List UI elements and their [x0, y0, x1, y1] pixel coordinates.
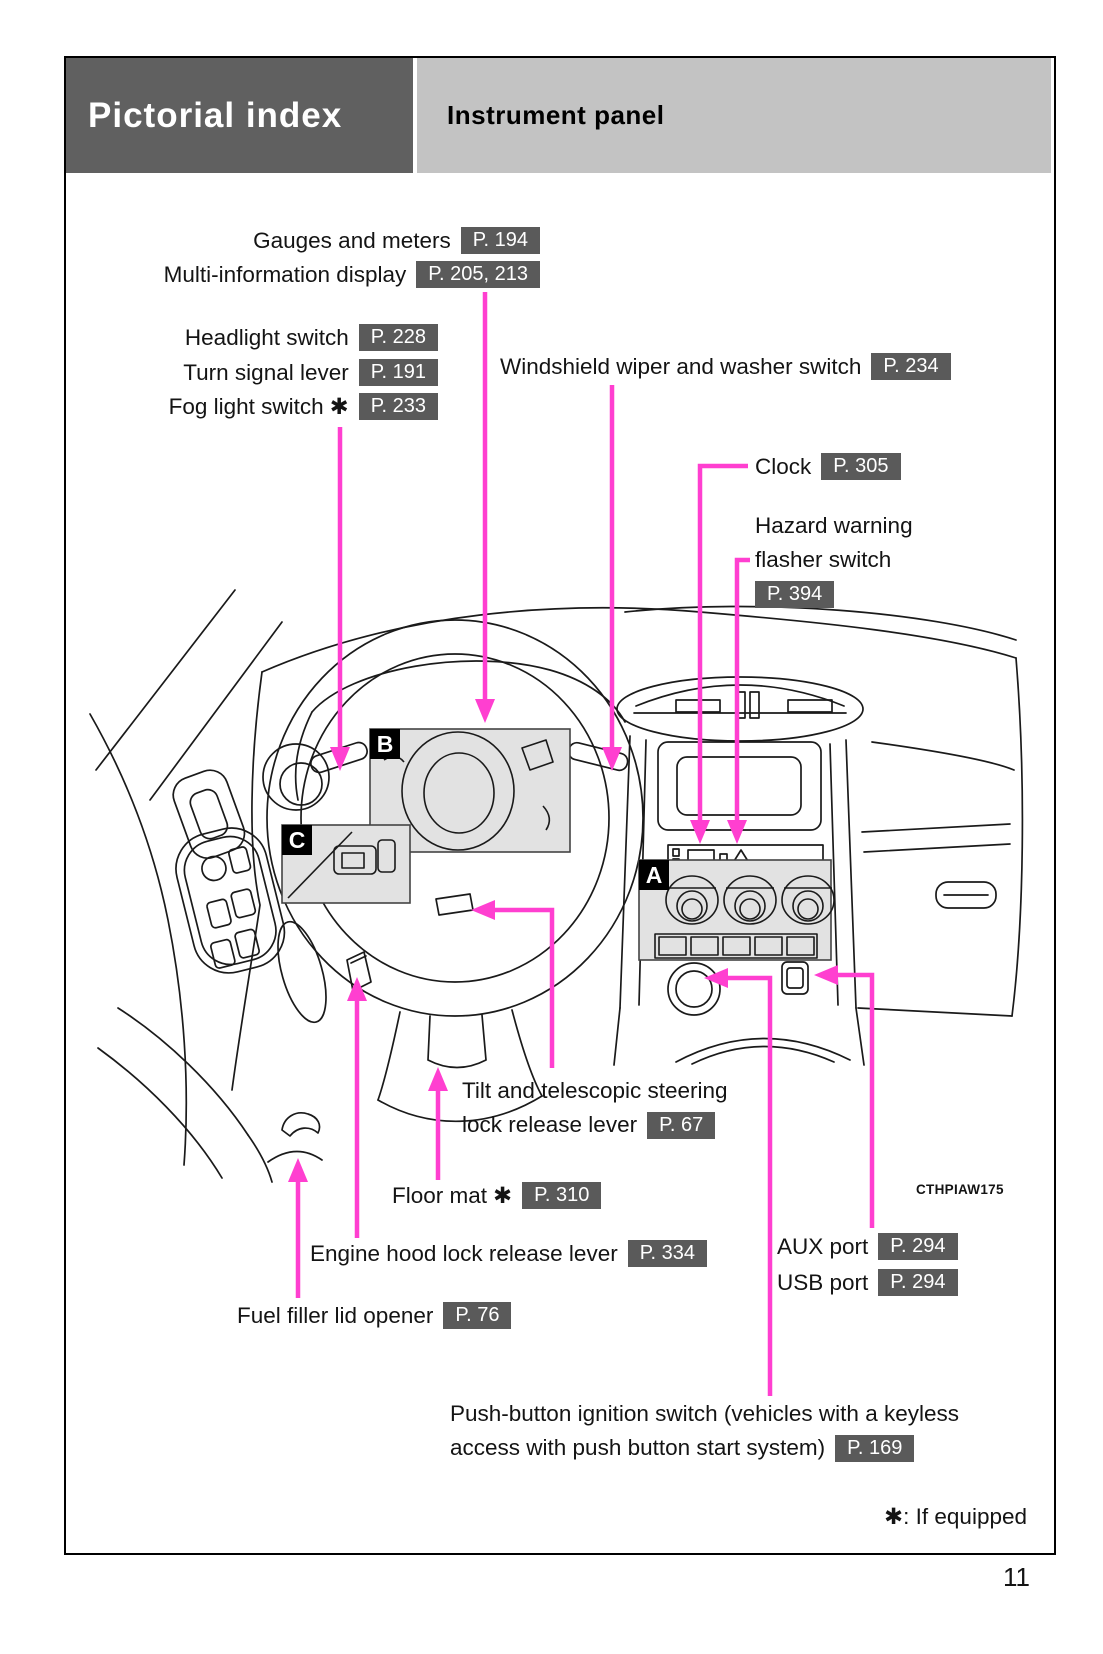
label-ignition-line2: access with push button start system)	[450, 1435, 826, 1460]
page-subject-header: Instrument panel	[417, 58, 1051, 173]
page-ref-badge: P. 169	[835, 1434, 915, 1462]
section-header: Pictorial index	[66, 58, 413, 173]
page-ref-badge: P. 191	[358, 359, 438, 386]
page-ref-badge: P. 394	[755, 580, 835, 608]
label-turn-signal-text: Turn signal lever	[183, 359, 349, 385]
label-tilt: Tilt and telescopic steering lock releas…	[462, 1074, 728, 1142]
label-fuel-filler-text: Fuel filler lid opener	[237, 1302, 434, 1328]
label-turn-signal: Turn signal lever P. 191	[183, 358, 438, 387]
page-ref-badge: P. 67	[647, 1111, 716, 1139]
label-headlight-text: Headlight switch	[184, 324, 349, 350]
panel-marker-a: A	[639, 860, 669, 890]
callout-panel-details	[287, 731, 835, 959]
page-ref-badge: P. 294	[878, 1233, 958, 1260]
label-fog-light-text: Fog light switch ✱	[168, 393, 349, 419]
label-gauges: Gauges and meters P. 194	[253, 226, 540, 255]
label-tilt-line2: lock release lever	[462, 1112, 638, 1137]
label-wiper: Windshield wiper and washer switch P. 23…	[500, 352, 951, 381]
label-hazard-line1: Hazard warning	[755, 513, 913, 538]
arrow-ignition	[704, 968, 773, 1396]
label-gauges-text: Gauges and meters	[253, 227, 451, 253]
page-ref-badge: P. 76	[443, 1302, 512, 1329]
label-multi-info: Multi-information display P. 205, 213	[164, 260, 540, 289]
page-ref-badge: P. 234	[871, 353, 951, 380]
label-headlight: Headlight switch P. 228	[185, 323, 438, 352]
page-number: 11	[1003, 1562, 1030, 1592]
label-usb-port: USB port P. 294	[777, 1268, 958, 1297]
label-hazard: Hazard warning flasher switch P. 394	[755, 509, 913, 611]
arrow-hazard	[727, 557, 750, 844]
page-ref-badge: P. 228	[358, 324, 438, 351]
label-ignition: Push-button ignition switch (vehicles wi…	[450, 1397, 959, 1465]
figure-code: CTHPIAW175	[916, 1182, 1004, 1197]
label-clock-text: Clock	[755, 453, 812, 479]
panel-marker-b: B	[370, 729, 400, 759]
arrow-aux-usb	[814, 965, 875, 1228]
page-ref-badge: P. 194	[460, 227, 540, 254]
arrow-clock	[690, 463, 748, 844]
page-ref-badge: P. 334	[627, 1240, 707, 1267]
panel-marker-c: C	[282, 825, 312, 855]
label-hazard-line2: flasher switch	[755, 547, 892, 572]
label-usb-port-text: USB port	[777, 1269, 869, 1295]
label-fog-light: Fog light switch ✱ P. 233	[169, 392, 438, 421]
label-clock: Clock P. 305	[755, 452, 901, 481]
arrow-tilt-lever	[471, 900, 555, 1068]
label-floor-mat-text: Floor mat ✱	[392, 1182, 513, 1208]
page-ref-badge: P. 305	[821, 453, 901, 480]
page-subject: Instrument panel	[447, 100, 665, 130]
label-aux-port-text: AUX port	[777, 1233, 869, 1259]
label-fuel-filler: Fuel filler lid opener P. 76	[237, 1301, 512, 1330]
label-ignition-line1: Push-button ignition switch (vehicles wi…	[450, 1401, 959, 1426]
label-engine-hood-text: Engine hood lock release lever	[310, 1240, 618, 1266]
page-ref-badge: P. 294	[878, 1269, 958, 1296]
dashboard-line-art	[89, 589, 1024, 1183]
label-floor-mat: Floor mat ✱ P. 310	[392, 1181, 602, 1210]
label-wiper-text: Windshield wiper and washer switch	[500, 353, 862, 379]
page-ref-badge: P. 310	[522, 1182, 602, 1209]
callout-arrows	[288, 292, 875, 1396]
label-tilt-line1: Tilt and telescopic steering	[462, 1078, 728, 1103]
label-aux-port: AUX port P. 294	[777, 1232, 958, 1261]
label-multi-info-text: Multi-information display	[163, 261, 407, 287]
if-equipped-footnote: ✱: If equipped	[884, 1504, 1027, 1529]
page-ref-badge: P. 205, 213	[416, 261, 540, 288]
page-ref-badge: P. 233	[358, 393, 438, 420]
section-title: Pictorial index	[88, 95, 343, 135]
label-engine-hood: Engine hood lock release lever P. 334	[310, 1239, 707, 1268]
